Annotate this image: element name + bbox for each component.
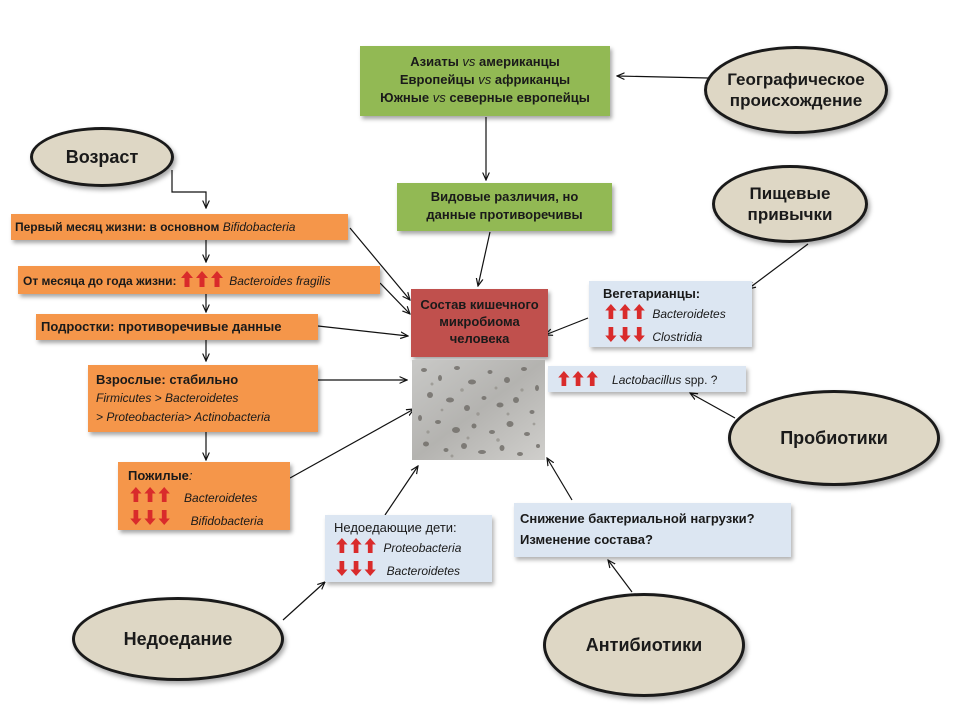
arrow-malnourished-micro: [384, 466, 418, 516]
age-ellipse: Возраст: [30, 127, 174, 187]
antibiotic-line-2: Изменение состава?: [520, 532, 653, 547]
arrow-teens-center: [317, 325, 408, 336]
teens-box: Подростки: противоречивые данные: [36, 314, 318, 340]
arrow-age-start: [171, 170, 206, 208]
arrow-species-center: [478, 231, 491, 286]
adults-line-2: Firmicutes > Bacteroidetes: [96, 391, 239, 405]
geographic-differences-box: Азиаты vs американцы Европейцы vs африка…: [360, 46, 610, 116]
malnourished-children-box: Недоедающие дети: Proteobacteria Bactero…: [325, 515, 492, 582]
arrow-diet-veg: [748, 243, 809, 289]
malnutrition-ellipse: Недоедание: [72, 597, 284, 681]
elderly-down-row: Bifidobacteria: [128, 509, 280, 532]
geographic-origin-label: Географическое происхождение: [727, 70, 865, 110]
month-to-year-box: От месяца до года жизни: Bacteroides fra…: [18, 266, 380, 294]
malnourished-title: Недоедающие дети:: [334, 520, 457, 535]
down-arrows-icon: [334, 560, 380, 583]
adults-box: Взрослые: стабильно Firmicutes > Bactero…: [88, 365, 318, 432]
up-arrows-icon: [180, 270, 226, 291]
month-year-text: От месяца до года жизни:: [23, 273, 177, 288]
arrow-geo: [617, 76, 709, 78]
arrow-antibiotics-box: [608, 560, 633, 593]
geo-line-2: Европейцы vs африканцы: [399, 72, 571, 87]
teens-text: Подростки: противоречивые данные: [41, 319, 282, 334]
malnourished-down-row: Bacteroidetes: [334, 560, 483, 583]
arrow-antibiotic-box-micro: [547, 458, 573, 501]
elderly-title: Пожилые:: [128, 468, 193, 483]
malnourished-up-row: Proteobacteria: [334, 537, 483, 560]
arrow-probiotics-lacto: [690, 393, 736, 419]
first-month-taxon: Bifidobacteria: [222, 220, 296, 234]
up-arrows-icon: [603, 303, 649, 326]
up-arrows-icon: [334, 537, 380, 560]
probiotics-ellipse: Пробиотики: [728, 390, 940, 486]
antibiotics-ellipse: Антибиотики: [543, 593, 745, 697]
center-line-1: Состав кишечного: [420, 297, 539, 312]
geo-line-3: Южные vs северные европейцы: [380, 90, 590, 105]
first-month-text: Первый месяц жизни: в основном: [15, 220, 220, 234]
arrow-malnutrition-box: [282, 582, 325, 621]
vegetarians-box: Вегетарианцы: Bacteroidetes Clostridia: [589, 281, 752, 347]
elderly-up-row: Bacteroidetes: [128, 486, 280, 509]
species-line-1: Видовые различия, но: [430, 189, 579, 204]
age-label: Возраст: [65, 146, 139, 167]
geographic-origin-ellipse: Географическое происхождение: [704, 46, 888, 134]
species-differences-box: Видовые различия, но данные противоречив…: [397, 183, 612, 231]
month-year-taxon: Bacteroides fragilis: [229, 273, 331, 288]
species-line-2: данные противоречивы: [426, 207, 583, 222]
microbiome-micrograph: [412, 360, 545, 460]
down-arrows-icon: [603, 326, 649, 349]
up-arrows-icon: [128, 486, 174, 509]
vegetarians-down-row: Clostridia: [603, 326, 738, 349]
gut-microbiome-box: Состав кишечного микробиома человека: [411, 289, 548, 357]
antibiotics-label: Антибиотики: [585, 634, 703, 655]
elderly-box: Пожилые: Bacteroidetes Bifidobacteria: [118, 462, 290, 530]
arrow-elderly-micro: [289, 409, 414, 479]
down-arrows-icon: [128, 509, 174, 532]
adults-title: Взрослые: стабильно: [96, 372, 239, 387]
probiotics-label: Пробиотики: [780, 427, 888, 448]
vegetarians-up-row: Bacteroidetes: [603, 303, 738, 326]
diet-label: Пищевые привычки: [747, 184, 833, 224]
center-line-2: микробиома: [439, 314, 520, 329]
adults-line-3: > Proteobacteria> Actinobacteria: [96, 410, 271, 424]
arrow-month-year-center: [379, 282, 410, 314]
arrow-veg-center: [545, 317, 589, 335]
lactobacillus-taxon: Lactobacillus: [612, 373, 682, 387]
geo-line-1: Азиаты vs американцы: [410, 54, 560, 69]
malnutrition-label: Недоедание: [123, 628, 233, 649]
arrow-first-month-center: [349, 227, 410, 300]
first-month-box: Первый месяц жизни: в основном Bifidobac…: [11, 214, 348, 240]
vegetarians-title: Вегетарианцы:: [603, 286, 701, 301]
antibiotic-line-1: Снижение бактериальной нагрузки?: [520, 511, 755, 526]
diet-ellipse: Пищевые привычки: [712, 165, 868, 243]
up-arrows-icon: [556, 370, 602, 390]
lactobacillus-box: Lactobacillus spp. ?: [548, 366, 746, 392]
lactobacillus-suffix: spp. ?: [684, 373, 718, 387]
center-line-3: человека: [449, 331, 510, 346]
antibiotic-effects-box: Снижение бактериальной нагрузки? Изменен…: [514, 503, 791, 557]
